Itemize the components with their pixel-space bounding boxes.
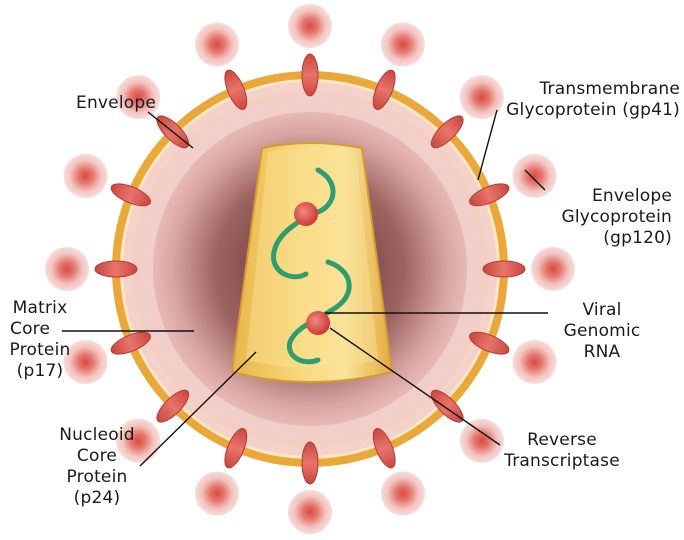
leader-envelope-glycoprotein (524, 169, 546, 191)
label-envelope: Envelope (76, 93, 156, 114)
gp120-knob (195, 471, 239, 516)
label-viral-genomic-rna: Viral Genomic RNA (552, 300, 652, 363)
nucleoid-core (230, 142, 394, 383)
label-line: Viral (582, 300, 622, 320)
leader-transmembrane (477, 109, 498, 181)
label-line: Glycoprotein (561, 207, 672, 227)
label-line: Envelope (591, 186, 672, 206)
gp120-knob (116, 75, 161, 120)
gp41-spike (110, 183, 151, 207)
label-line: Core (10, 319, 51, 339)
matrix-rim (123, 82, 497, 456)
gp120-knob (116, 418, 161, 463)
label-line: Protein (66, 467, 128, 487)
label-line: Reverse (527, 430, 597, 450)
label-line: Core (76, 446, 118, 466)
leader-envelope (147, 111, 194, 149)
leader-lines (62, 109, 548, 467)
reverse-transcriptase-upper (294, 202, 318, 226)
gp41-spike (94, 260, 138, 278)
label-line: (p17) (16, 361, 64, 381)
gp120-knob (45, 247, 89, 291)
label-line: Protein (9, 340, 71, 360)
label-envelope-line: Envelope (76, 93, 157, 113)
gp120-knob (195, 22, 239, 67)
gp120-knob (381, 471, 425, 516)
gp120-knob (459, 75, 504, 120)
label-line: Transcriptase (504, 451, 620, 471)
gp41-spike (301, 53, 319, 97)
label-line: Glycoprotein (gp41) (506, 100, 680, 120)
gp120-knob (288, 490, 332, 534)
label-nucleoid-core-protein: Nucleoid Core Protein (p24) (50, 425, 144, 509)
label-reverse-transcriptase: Reverse Transcriptase (492, 430, 632, 472)
gp120-knob (531, 247, 575, 291)
gp120-knob (63, 340, 108, 384)
label-line: Matrix (12, 298, 68, 318)
gp41-spike (482, 260, 526, 278)
gp120-knobs (45, 4, 575, 534)
gp41-spike (224, 428, 248, 469)
label-transmembrane-glycoprotein: Transmembrane Glycoprotein (gp41) (462, 79, 680, 121)
gp41-spike (301, 441, 319, 485)
gp41-spike (469, 183, 510, 207)
gp41-spike (430, 115, 464, 149)
gp41-spike (110, 331, 151, 355)
leader-nucleoid (139, 351, 257, 467)
gp41-spike (224, 69, 248, 110)
gp41-spike (469, 331, 510, 355)
gp120-knob (459, 418, 504, 463)
leader-reverse-transcriptase (329, 327, 501, 446)
gp41-spike (372, 428, 396, 469)
gp120-knob (63, 154, 108, 198)
label-matrix-core-protein: Matrix Core Protein (p17) (2, 298, 78, 382)
label-line: Nucleoid (59, 425, 135, 445)
label-line: Transmembrane (539, 79, 680, 99)
label-line: (gp120) (603, 228, 672, 248)
gp120-knob (512, 154, 557, 198)
gp41-spike (156, 389, 190, 423)
label-line: RNA (583, 342, 621, 362)
label-line: Genomic (563, 321, 641, 341)
label-envelope-glycoprotein: Envelope Glycoprotein (gp120) (540, 186, 672, 249)
label-line: (p24) (73, 488, 121, 508)
gp120-knob (288, 4, 332, 48)
gp120-knob (381, 22, 425, 67)
nucleoid-core-highlight (246, 148, 378, 368)
gp120-knob (512, 340, 557, 384)
gp41-spike (372, 69, 396, 110)
reverse-transcriptase-lower (306, 311, 330, 335)
rna-strand-upper (271, 167, 336, 280)
